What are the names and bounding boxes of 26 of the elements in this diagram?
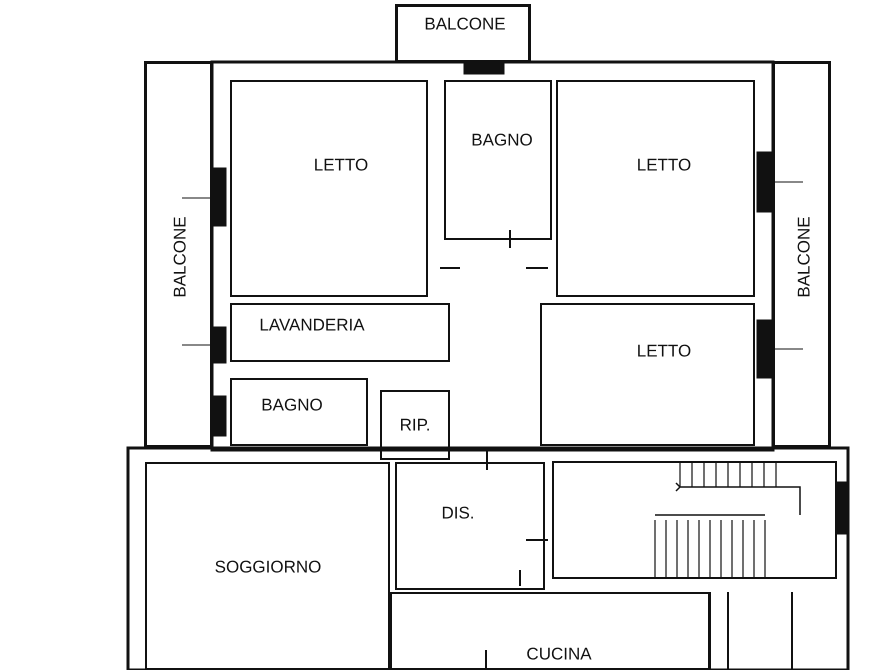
room-outline bbox=[230, 80, 428, 297]
room-label: SOGGIORNO bbox=[214, 558, 322, 576]
room-outline bbox=[396, 5, 530, 62]
room-outline bbox=[230, 378, 368, 446]
room-label: BALCONE bbox=[424, 16, 506, 32]
room-label: BAGNO bbox=[471, 132, 533, 148]
room-outline bbox=[145, 62, 212, 447]
room-outline bbox=[395, 462, 545, 590]
room-outline bbox=[380, 390, 450, 460]
room-label: RIP. bbox=[400, 416, 430, 434]
room-outline bbox=[556, 80, 755, 297]
room-outline bbox=[145, 462, 390, 670]
room-label: LETTO bbox=[636, 342, 692, 360]
room-label: LETTO bbox=[314, 156, 368, 174]
room-label: LETTO bbox=[636, 156, 692, 174]
room-outline bbox=[540, 303, 755, 446]
room-label: DIS. bbox=[441, 504, 475, 522]
room-label: BALCONE bbox=[172, 216, 188, 298]
room-label: CUCINA bbox=[526, 646, 592, 662]
room-outline bbox=[390, 592, 710, 670]
room-outline bbox=[444, 80, 552, 240]
room-outline bbox=[230, 303, 450, 362]
room-outline bbox=[773, 62, 830, 447]
room-label: LAVANDERIA bbox=[259, 316, 365, 334]
room-label: BAGNO bbox=[261, 396, 323, 414]
room-label: BALCONE bbox=[796, 216, 812, 298]
